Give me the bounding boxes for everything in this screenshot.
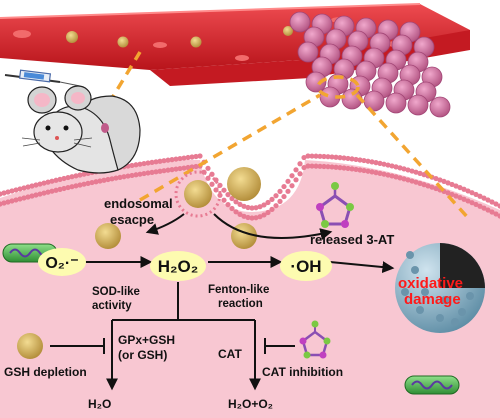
cell-membrane [0,153,500,221]
tumor-cluster-icon [289,11,451,118]
reaction-arrows [50,213,395,391]
oxidative-label: oxidative [398,275,463,292]
syringe-icon [4,69,81,87]
cat-inhibition-label: CAT inhibition [262,365,343,379]
nanozyme-icon [227,167,261,201]
h2o2-bubble: H₂O₂ [150,251,206,281]
cat-label: CAT [218,347,242,361]
sod-label-1: SOD-like [92,286,140,298]
fenton-label-1: Fenton-like [208,284,269,296]
cancer-cell-sphere-icon [395,243,485,333]
superoxide-bubble: O₂·⁻ [38,248,86,276]
escape-label: esacpe [110,212,154,227]
released-label: released 3-AT [310,232,394,247]
gpx-label-2: (or GSH) [118,348,167,362]
reaction-nanozymes [17,223,257,359]
gpx-label-1: GPx+GSH [118,333,175,347]
water-label: H₂O [88,397,111,411]
superoxide-label: O₂·⁻ [45,255,78,272]
zoom-guides [98,51,472,222]
gsh-depletion-label: GSH depletion [4,365,87,379]
cell-cytoplasm [0,159,500,418]
endosomal-label: endosomal [104,196,173,211]
3-at-molecule-icon [299,320,331,359]
endosome-vesicle [174,170,222,218]
mouse-icon [21,85,141,174]
hydroxyl-label: ·OH [290,257,321,276]
fenton-label-2: reaction [218,298,263,310]
sod-label-2: activity [92,300,132,312]
h2o2-label: H₂O₂ [158,257,199,276]
vessel-nanozymes [66,26,293,48]
hydroxyl-bubble: ·OH [280,251,332,281]
damage-label: damage [404,291,461,308]
water-oxygen-label: H₂O+O₂ [228,397,273,411]
3-at-molecule-icon [316,182,354,228]
